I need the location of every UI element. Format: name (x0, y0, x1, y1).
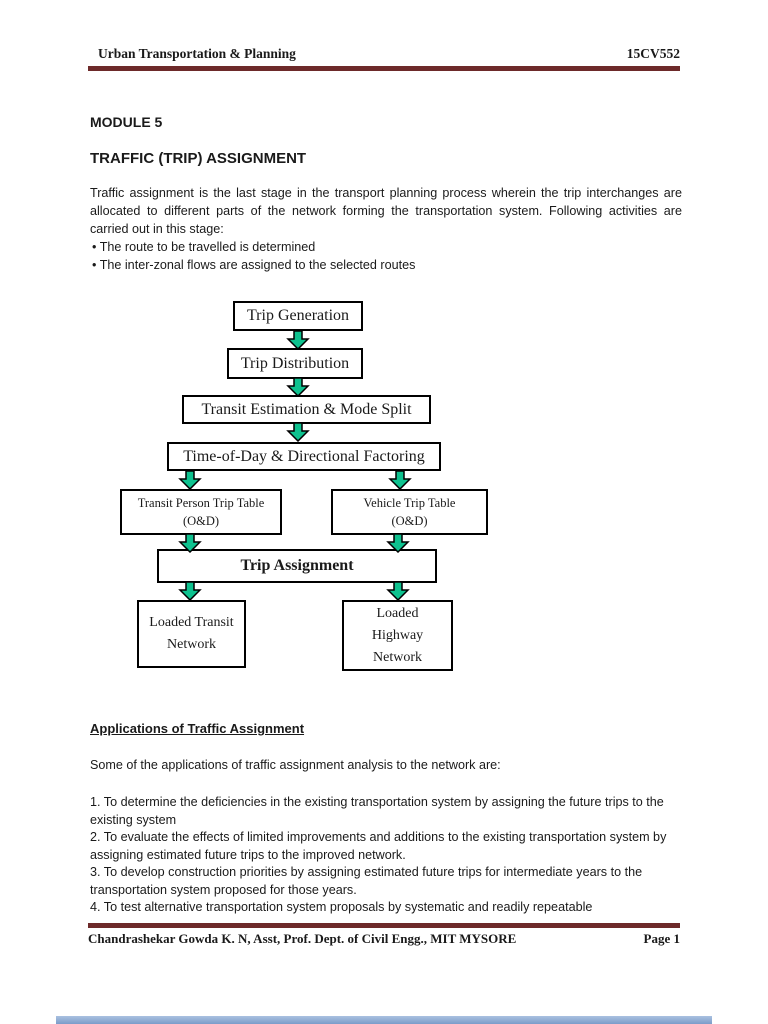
application-item: 2. To evaluate the effects of limited im… (90, 830, 667, 862)
down-arrow-icon (178, 470, 202, 490)
application-item: 4. To test alternative transportation sy… (90, 900, 593, 914)
down-arrow-icon (286, 377, 310, 397)
intro-section: Traffic assignment is the last stage in … (90, 184, 682, 274)
flow-node-label: (O&D) (182, 514, 220, 528)
flow-node-loaded-highway-network: Loaded Highway Network (342, 600, 453, 671)
applications-heading: Applications of Traffic Assignment (90, 721, 305, 736)
flow-node-trip-assignment: Trip Assignment (157, 549, 437, 583)
header-rule (88, 66, 680, 71)
down-arrow-icon (386, 533, 410, 553)
application-item: 1. To determine the deficiencies in the … (90, 795, 664, 827)
flow-node-transit-estimation-mode-split: Transit Estimation & Mode Split (182, 395, 431, 424)
flow-node-label: Network (373, 649, 422, 665)
flow-node-trip-distribution: Trip Distribution (227, 348, 363, 379)
applications-list: 1. To determine the deficiencies in the … (90, 794, 682, 917)
bullet-item: The route to be travelled is determined (90, 238, 682, 256)
down-arrow-icon (386, 581, 410, 601)
down-arrow-icon (178, 533, 202, 553)
bullet-item: The inter-zonal flows are assigned to th… (90, 256, 682, 274)
header-title: Urban Transportation & Planning (98, 46, 296, 61)
page-footer: Chandrashekar Gowda K. N, Asst, Prof. De… (88, 919, 680, 947)
application-item: 3. To develop construction priorities by… (90, 865, 643, 897)
flow-node-label: Transit Person Trip Table (137, 496, 265, 510)
flow-node-transit-person-trip-table: Transit Person Trip Table (O&D) (120, 489, 282, 535)
flow-node-label: Trip Distribution (240, 354, 350, 372)
flow-node-label: Network (167, 637, 216, 652)
flow-node-label: Vehicle Trip Table (363, 496, 456, 510)
header-course-code: 15CV552 (626, 46, 680, 61)
flow-node-loaded-transit-network: Loaded Transit Network (137, 600, 246, 668)
intro-paragraph: Traffic assignment is the last stage in … (90, 186, 682, 236)
down-arrow-icon (388, 470, 412, 490)
flow-node-label: (O&D) (391, 514, 428, 528)
footer-page-number: Page 1 (643, 931, 680, 946)
down-arrow-icon (286, 330, 310, 350)
down-arrow-icon (178, 581, 202, 601)
flow-node-label: Highway (371, 627, 424, 643)
flow-node-trip-generation: Trip Generation (233, 301, 363, 331)
applications-lead: Some of the applications of traffic assi… (90, 758, 501, 772)
page-header: Urban Transportation & Planning 15CV552 (88, 46, 680, 71)
flow-node-label: Trip Assignment (240, 557, 354, 574)
flow-node-vehicle-trip-table: Vehicle Trip Table (O&D) (331, 489, 488, 535)
flow-node-label: Loaded Transit (149, 615, 234, 630)
footer-rule (88, 923, 680, 928)
module-heading: MODULE 5 (90, 114, 163, 130)
flow-node-label: Trip Generation (246, 307, 350, 324)
flow-node-label: Loaded (376, 605, 419, 621)
footer-author: Chandrashekar Gowda K. N, Asst, Prof. De… (88, 931, 517, 946)
down-arrow-icon (286, 422, 310, 442)
next-page-edge (56, 1016, 712, 1024)
flow-node-label: Transit Estimation & Mode Split (201, 400, 412, 418)
flow-node-label: Time-of-Day & Directional Factoring (183, 447, 425, 465)
flow-node-time-of-day-directional-factoring: Time-of-Day & Directional Factoring (167, 442, 441, 471)
page-title: TRAFFIC (TRIP) ASSIGNMENT (90, 150, 307, 167)
